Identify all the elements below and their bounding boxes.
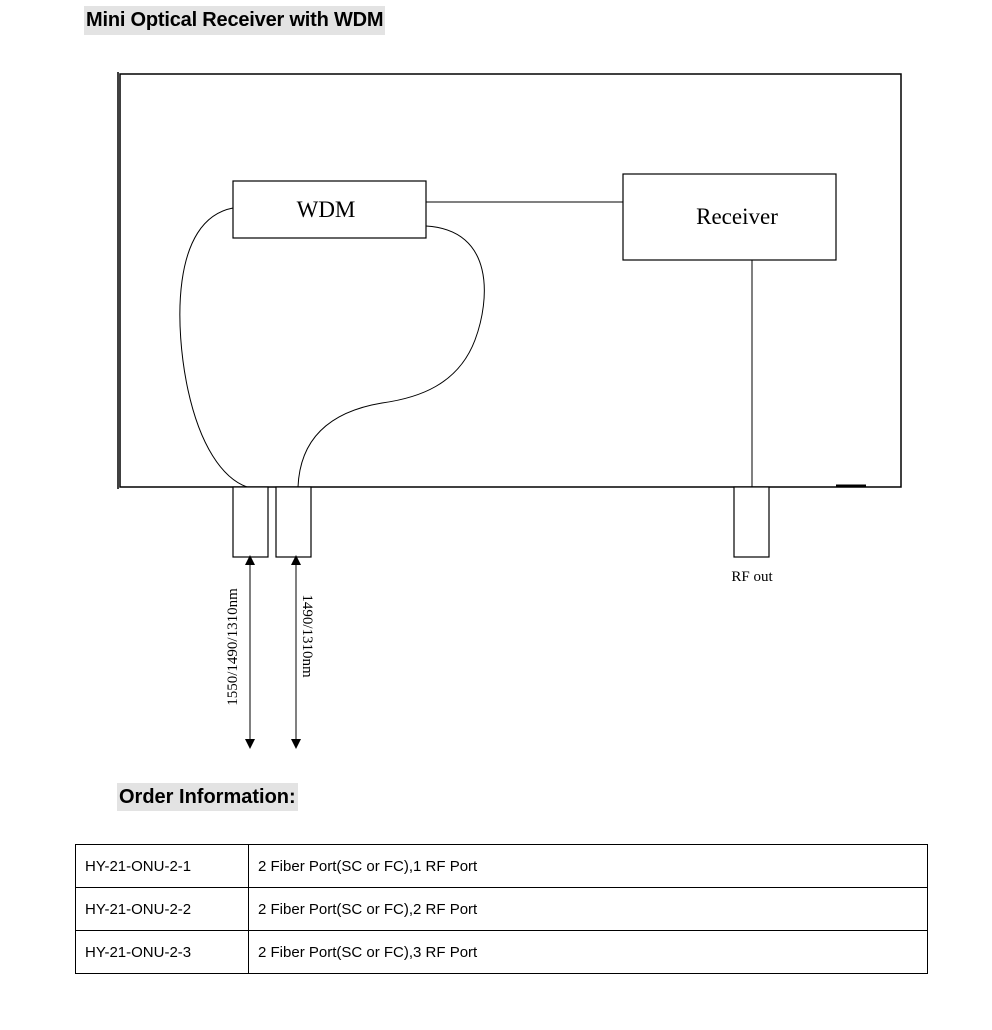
port1-wavelength-label: 1550/1490/1310nm [225,588,241,706]
order-information-heading: Order Information: [117,783,298,811]
block-diagram: WDM Receiver RF out 1550/1490/1310nm 149… [117,72,902,749]
port2-wavelength-label: 1490/1310nm [299,594,315,678]
description-cell: 2 Fiber Port(SC or FC),3 RF Port [248,930,928,974]
fiber-port-1 [232,486,269,558]
description-cell: 2 Fiber Port(SC or FC),2 RF Port [248,887,928,931]
page-title: Mini Optical Receiver with WDM [84,6,386,35]
description-cell: 2 Fiber Port(SC or FC),1 RF Port [248,844,928,888]
table-row: HY-21-ONU-2-1 2 Fiber Port(SC or FC),1 R… [75,844,928,888]
model-cell: HY-21-ONU-2-2 [75,887,249,931]
model-cell: HY-21-ONU-2-1 [75,844,249,888]
receiver-label: Receiver [696,204,778,229]
rf-out-label: RF out [731,569,773,585]
enclosure-box [119,73,902,488]
wdm-label: WDM [297,197,356,222]
rf-out-port [733,486,770,558]
receiver-box [622,173,837,261]
model-cell: HY-21-ONU-2-3 [75,930,249,974]
table-row: HY-21-ONU-2-2 2 Fiber Port(SC or FC),2 R… [75,887,928,931]
table-row: HY-21-ONU-2-3 2 Fiber Port(SC or FC),3 R… [75,930,928,974]
fiber-1 [179,207,248,488]
fiber-2 [297,225,485,488]
order-table: HY-21-ONU-2-1 2 Fiber Port(SC or FC),1 R… [75,844,928,974]
wdm-box [232,180,427,239]
fiber-port-2 [275,486,312,558]
